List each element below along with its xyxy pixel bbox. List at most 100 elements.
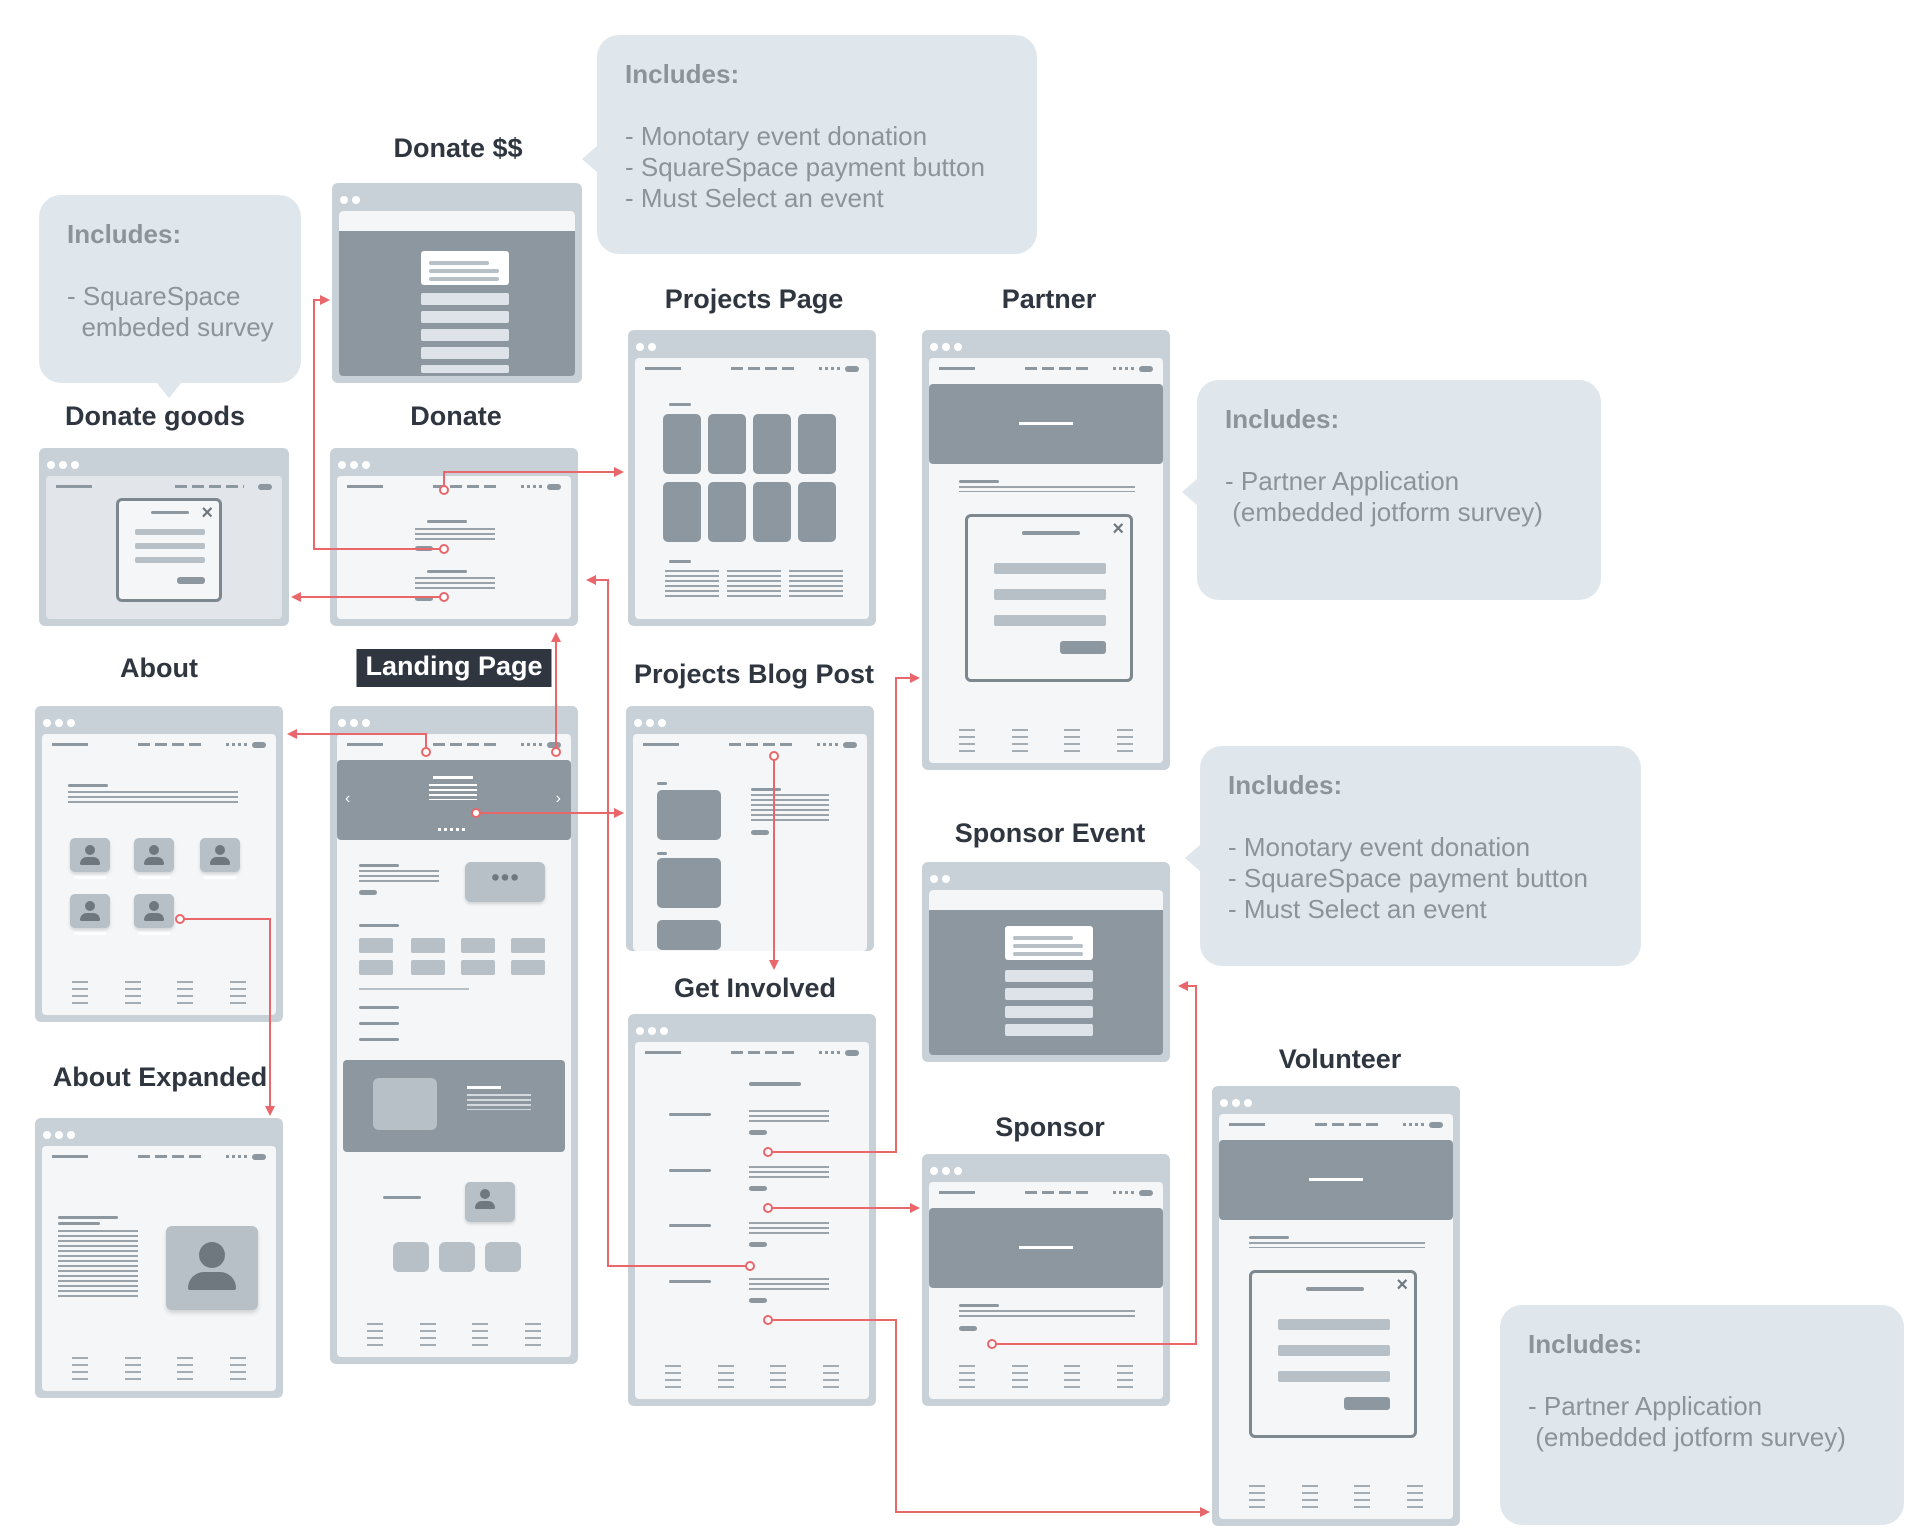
user-icon: [200, 838, 240, 879]
note-line: - Monotary event donation: [625, 121, 928, 151]
close-icon[interactable]: ×: [201, 502, 213, 524]
label-landing-page: Landing Page: [356, 649, 552, 687]
wireframe-page: [339, 211, 575, 376]
wireframe-partner[interactable]: ×: [922, 330, 1170, 770]
note-heading: Includes:: [625, 59, 740, 89]
note-tail: [1185, 844, 1201, 872]
link-donate-to-projects-page: [439, 467, 624, 495]
label-volunteer: Volunteer: [1278, 1044, 1402, 1074]
label-projects-page: Projects Page: [664, 284, 844, 314]
note-heading: Includes:: [67, 219, 182, 249]
wireframe-projects-blog-post[interactable]: [626, 706, 874, 951]
note-line: - Must Select an event: [1228, 894, 1487, 924]
window-dots: [636, 1022, 672, 1035]
window-dots: [338, 714, 374, 727]
note-line: - SquareSpace: [67, 281, 241, 311]
note-line: - Partner Application: [1225, 466, 1460, 496]
link-sponsor-to-sponsor-event: [987, 981, 1197, 1349]
wireframe-page: [635, 358, 869, 619]
window-dots: [930, 870, 954, 883]
wireframe-volunteer[interactable]: ×: [1212, 1086, 1460, 1526]
window-dots: [47, 456, 83, 469]
wireframe-sponsor-event[interactable]: [922, 862, 1170, 1062]
wireframe-about-expanded[interactable]: [35, 1118, 283, 1398]
wireframe-about[interactable]: [35, 706, 283, 1022]
window-dots: [340, 191, 364, 204]
link-donate-to-donate-goods: [291, 592, 449, 602]
wireframe-page: [42, 1146, 276, 1391]
link-landing-to-blog-post: [471, 808, 624, 818]
note-tail: [1182, 478, 1198, 506]
label-sponsor: Sponsor: [995, 1112, 1105, 1142]
user-icon: [166, 1226, 258, 1310]
note-partner: Includes: - Partner Application (embedde…: [1182, 380, 1601, 600]
group-icon: [489, 872, 521, 890]
user-icon: [134, 838, 174, 879]
user-icon: [70, 838, 110, 879]
note-line: - Must Select an event: [625, 183, 884, 213]
close-icon[interactable]: ×: [1112, 518, 1124, 540]
wireframe-page: [42, 734, 276, 1015]
wireframe-page: [635, 1042, 869, 1399]
link-donate-to-donate-money: [313, 295, 449, 554]
wireframe-page: [337, 476, 571, 619]
modal: ×: [116, 498, 222, 602]
label-donate: Donate: [410, 401, 502, 431]
link-get-involved-to-volunteer: [763, 1315, 1210, 1517]
label-donate-goods: Donate goods: [65, 401, 245, 431]
user-icon: [70, 894, 110, 935]
wireframe-landing-page[interactable]: ‹ ›: [330, 706, 578, 1364]
chevron-right-icon[interactable]: ›: [555, 790, 561, 807]
modal: ×: [1249, 1270, 1417, 1438]
label-sponsor-event: Sponsor Event: [954, 818, 1146, 848]
note-volunteer: Includes: - Partner Application (embedde…: [1500, 1305, 1904, 1525]
label-partner: Partner: [1001, 284, 1097, 314]
label-about: About: [120, 653, 198, 683]
note-line: (embedded jotform survey): [1528, 1422, 1846, 1452]
window-dots: [930, 1162, 966, 1175]
window-dots: [338, 456, 374, 469]
window-dots: [930, 338, 966, 351]
wireframe-donate-money[interactable]: [332, 183, 582, 383]
note-donate-money: Includes: - Monotary event donation - Sq…: [582, 35, 1037, 254]
label-about-expanded: About Expanded: [52, 1062, 268, 1092]
window-dots: [1220, 1094, 1256, 1107]
link-get-involved-to-sponsor: [763, 1203, 920, 1213]
wireframe-donate-goods[interactable]: ×: [39, 448, 289, 626]
window-dots: [636, 338, 660, 351]
link-blog-post-to-get-involved: [769, 751, 779, 970]
link-landing-to-about: [287, 729, 431, 757]
note-heading: Includes:: [1528, 1329, 1643, 1359]
wireframe-sponsor[interactable]: [922, 1154, 1170, 1406]
note-line: - Monotary event donation: [1228, 832, 1531, 862]
modal: ×: [965, 514, 1133, 682]
window-dots: [43, 1126, 79, 1139]
wireframe-get-involved[interactable]: [628, 1014, 876, 1406]
label-get-involved: Get Involved: [673, 973, 837, 1003]
wireframe-page: [929, 1182, 1163, 1399]
close-icon[interactable]: ×: [1396, 1274, 1408, 1296]
note-tail: [156, 382, 182, 398]
note-donate-goods: Includes: - SquareSpace embeded survey: [39, 195, 301, 398]
window-dots: [634, 714, 670, 727]
wireframe-page: [929, 890, 1163, 1055]
link-get-involved-to-partner: [763, 673, 920, 1157]
note-line: (embedded jotform survey): [1225, 497, 1543, 527]
window-dots: [43, 714, 79, 727]
label-projects-blog-post: Projects Blog Post: [633, 659, 875, 689]
user-icon: [134, 894, 174, 935]
wireframe-page: [633, 734, 867, 951]
note-line: - Partner Application: [1528, 1391, 1763, 1421]
label-donate-money: Donate $$: [393, 133, 523, 163]
link-get-involved-to-donate: [586, 575, 755, 1271]
note-heading: Includes:: [1225, 404, 1340, 434]
wireframe-page: ×: [46, 476, 282, 619]
wireframe-projects-page[interactable]: [628, 330, 876, 626]
note-sponsor-event: Includes: - Monotary event donation - Sq…: [1185, 746, 1641, 966]
note-tail: [582, 145, 598, 173]
chevron-left-icon[interactable]: ‹: [345, 790, 351, 807]
link-landing-to-donate: [551, 632, 561, 757]
note-line: embeded survey: [67, 312, 274, 342]
